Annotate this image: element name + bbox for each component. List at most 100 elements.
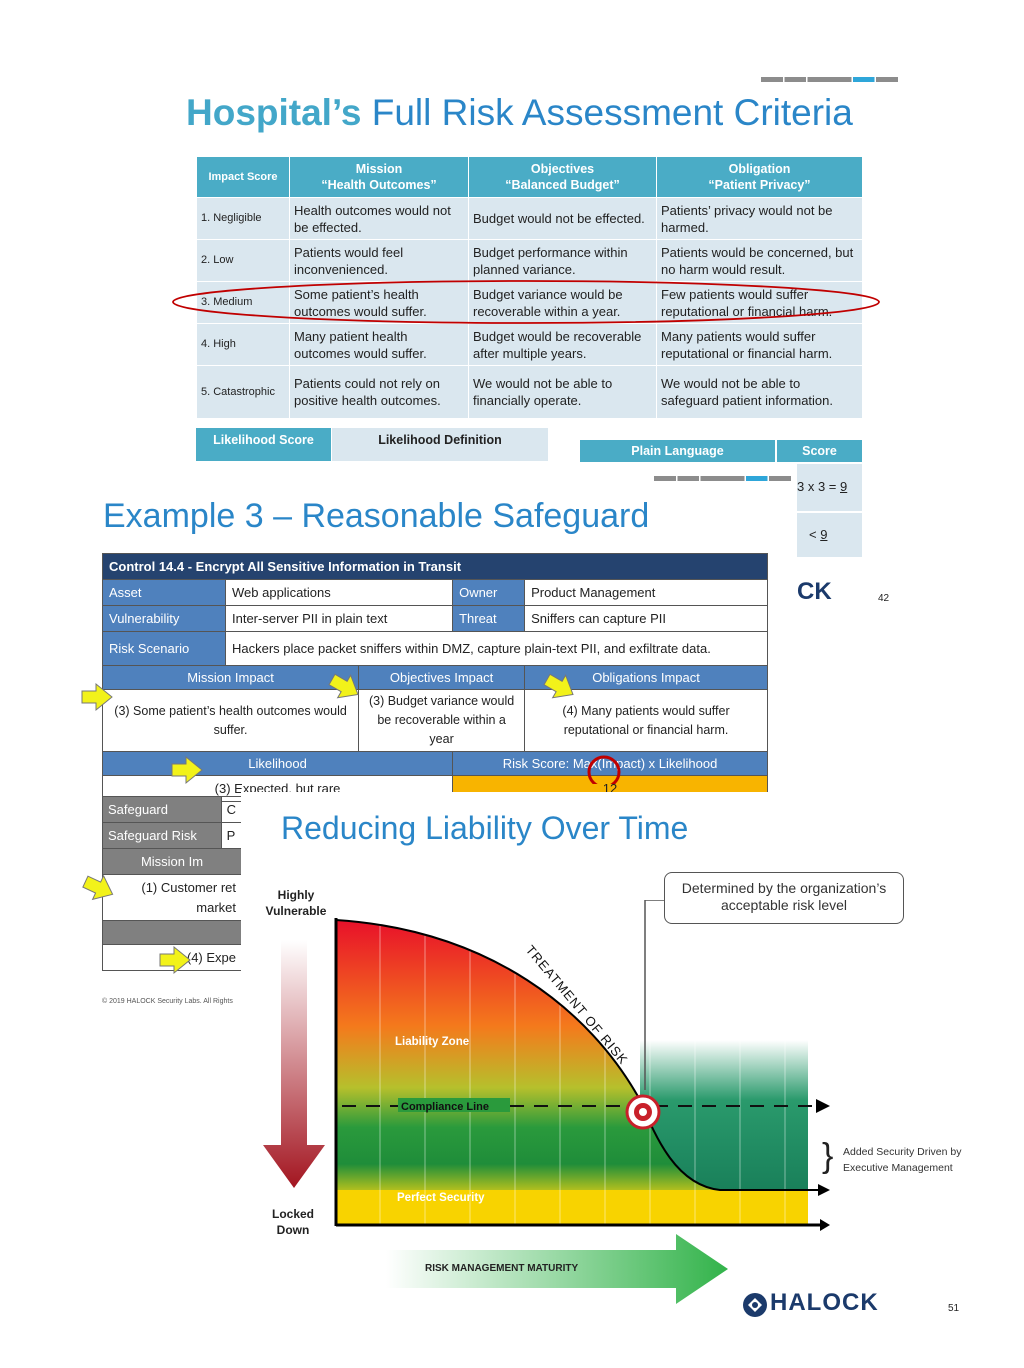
decorative-bar — [654, 476, 791, 481]
safeguard-label: Safeguard — [102, 796, 222, 823]
table-cell: We would not be able to safeguard patien… — [656, 365, 863, 419]
score-cell — [797, 464, 862, 511]
vulnerability-label: Vulnerability — [102, 605, 226, 632]
table-cell: Many patient health outcomes would suffe… — [289, 323, 469, 366]
risk-scenario-value: Hackers place packet sniffers within DMZ… — [225, 631, 768, 666]
likelihood-header: Likelihood — [101, 751, 454, 776]
owner-value: Product Management — [524, 579, 768, 606]
vulnerabilities-down-arrow — [263, 940, 325, 1188]
table-row: 1. Negligible Health outcomes would not … — [196, 197, 863, 240]
table-cell: 1. Negligible — [196, 197, 290, 240]
likelihood-score-header: Likelihood Score — [196, 428, 331, 452]
control-header: Control 14.4 - Encrypt All Sensitive Inf… — [102, 553, 768, 580]
chart-region — [336, 920, 808, 1225]
pointer-arrow-icon — [81, 682, 113, 712]
likelihood-row-strip — [332, 452, 548, 461]
table-cell: Budget would be recoverable after multip… — [468, 323, 657, 366]
medium-row-highlight — [172, 280, 880, 324]
owner-label: Owner — [452, 579, 526, 606]
safeguard-value: C — [220, 796, 243, 823]
maturity-arrow — [386, 1234, 728, 1304]
table-cell: Patients’ privacy would not be harmed. — [656, 197, 863, 240]
logo-fragment: CK — [797, 578, 832, 605]
pointer-arrow-icon — [82, 874, 114, 901]
safeguard-table: Safeguard C Safeguard Risk P Mission Im … — [102, 796, 243, 971]
perfect-security-band — [336, 1190, 808, 1225]
table-row: 2. Low Patients would feel inconvenience… — [196, 239, 863, 282]
table-cell: 5. Catastrophic — [196, 365, 290, 419]
likelihood-definition-header: Likelihood Definition — [332, 428, 548, 452]
asset-label: Asset — [102, 579, 226, 606]
mission-impact-value: (3) Some patient’s health outcomes would… — [101, 689, 360, 752]
decorative-bar — [761, 77, 898, 82]
objectives-impact-header: Objectives Impact — [358, 665, 526, 690]
page-number: 51 — [948, 1303, 960, 1314]
header-obligation: Obligation“Patient Privacy” — [656, 156, 863, 198]
slide3-title: Reducing Liability Over Time — [281, 810, 689, 846]
table-cell: Budget would not be effected. — [468, 197, 657, 240]
pointer-arrow-icon — [543, 673, 574, 699]
safeguard-mission-header: Mission Im — [102, 848, 242, 875]
vulnerability-value: Inter-server PII in plain text — [224, 605, 454, 632]
safeguard-likelihood-header — [102, 920, 242, 945]
table-cell: Patients could not rely on positive heal… — [289, 365, 469, 419]
mission-impact-header: Mission Impact — [101, 665, 360, 690]
impact-criteria-table: Impact Score Mission“Health Outcomes” Ob… — [196, 156, 863, 419]
threat-value: Sniffers can capture PII — [524, 605, 768, 632]
liability-chart: TREATMENT OF RISK Liability Zone Complia… — [334, 900, 830, 1231]
slide1-title: Hospital’s Full Risk Assessment Criteria — [186, 92, 853, 133]
header-impact-score: Impact Score — [196, 156, 290, 198]
table-cell: Patients would be concerned, but no harm… — [656, 239, 863, 282]
table-cell: Budget variance would be recoverable wit… — [468, 281, 657, 324]
table-cell: Patients would feel inconvenienced. — [289, 239, 469, 282]
halock-logo-icon — [743, 1293, 767, 1317]
curve-arrowhead — [818, 1184, 830, 1196]
pointer-arrow-icon — [159, 945, 191, 975]
compliance-arrowhead — [816, 1099, 830, 1113]
header-mission: Mission“Health Outcomes” — [289, 156, 469, 198]
page-number: 42 — [878, 593, 890, 604]
copyright-text: © 2019 HALOCK Security Labs. All Rights — [102, 998, 233, 1005]
plain-language-header: Plain Language — [580, 440, 775, 462]
callout-connector — [644, 900, 664, 1090]
impact-table-header: Impact Score Mission“Health Outcomes” Ob… — [196, 156, 863, 198]
acceptable-risk-callout: Determined by the organization’s accepta… — [664, 872, 904, 924]
asset-value: Web applications — [224, 579, 454, 606]
halock-logo: HALOCK — [770, 1289, 879, 1316]
control-table: Control 14.4 - Encrypt All Sensitive Inf… — [101, 553, 768, 802]
safeguard-risk-label: Safeguard Risk — [102, 822, 222, 849]
table-row: 5. Catastrophic Patients could not rely … — [196, 365, 863, 419]
likelihood-row-strip — [196, 452, 331, 461]
x-axis-arrowhead — [820, 1219, 830, 1231]
chart-gridlines — [379, 920, 786, 1225]
safeguard-risk-value: P — [220, 822, 243, 849]
table-row: 4. High Many patient health outcomes wou… — [196, 323, 863, 366]
risk-scenario-label: Risk Scenario — [102, 631, 226, 666]
treatment-curve — [335, 919, 818, 1191]
threat-label: Threat — [452, 605, 526, 632]
liability-zone-label: Liability Zone — [395, 1036, 469, 1048]
table-cell: We would not be able to financially oper… — [468, 365, 657, 419]
obligations-impact-value: (4) Many patients would suffer reputatio… — [524, 689, 768, 752]
slide2-title: Example 3 – Reasonable Safeguard — [103, 497, 650, 535]
table-cell: Budget performance within planned varian… — [468, 239, 657, 282]
score-header: Score — [777, 440, 862, 462]
score-formula: 3 x 3 = 9 — [797, 479, 848, 494]
risk-score-highlight-circle — [587, 755, 621, 784]
target-icon — [625, 1094, 661, 1130]
objectives-impact-value: (3) Budget variance would be recoverable… — [358, 689, 526, 752]
maturity-label: RISK MANAGEMENT MATURITY — [425, 1263, 579, 1274]
score-threshold: < 9 — [809, 527, 828, 542]
compliance-label-bg — [398, 1098, 510, 1112]
pointer-arrow-icon — [171, 755, 203, 785]
table-cell: 2. Low — [196, 239, 290, 282]
brace-icon: } — [822, 1137, 834, 1175]
header-objectives: Objectives“Balanced Budget” — [468, 156, 657, 198]
table-cell: Health outcomes would not be effected. — [289, 197, 469, 240]
compliance-line-label: Compliance Line — [401, 1101, 489, 1113]
table-cell: 4. High — [196, 323, 290, 366]
